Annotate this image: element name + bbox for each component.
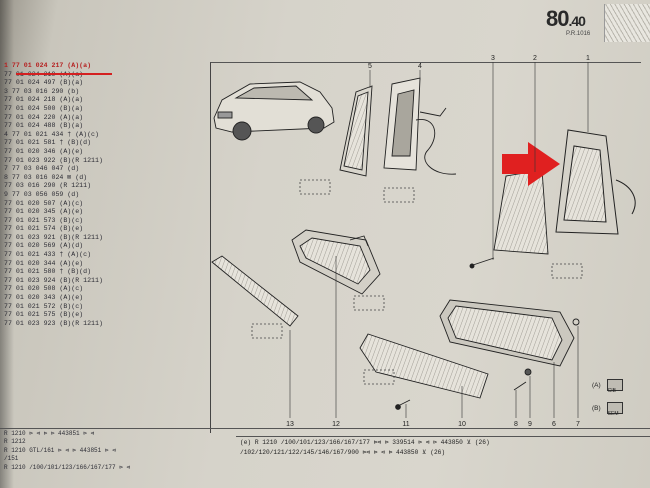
parts-list-row: 77 01 021 572 (B)(c) [4,302,84,310]
parts-list-row: 77 01 021 573 (B)(c) [4,216,84,224]
footer-row: /102/120/121/122/145/146/167/900 ⊳⊲ ⊳ ⊲ … [240,448,446,456]
footer-row: R 1210 GTL/161 ⊳ ⊲ ⊳ 443851 ⊳ ⊲ [4,446,116,454]
car-illustration [213,81,335,141]
page-ref: P.R.1016 [566,31,591,37]
part-13-side-marker [211,255,299,327]
legend: (A)CIB (B)SEM [592,374,623,420]
parts-list-row: 77 01 021 574 (B)(e) [4,225,84,233]
callout-number: 10 [458,421,466,428]
parts-list-row: 7 77 03 046 047 (d) [4,165,80,173]
parts-list: 1 77 01 024 217 (A)(a) 77 01 024 219 (A)… [4,62,144,328]
footer-right-notes: (e) R 1210 /100/101/123/166/167/177 ⊳⊲ ⊳… [240,438,490,458]
legend-box-a: CIB [606,379,623,394]
parts-list-row: 77 01 021 581 † (B)(d) [4,139,92,147]
callout-number: 5 [368,63,372,70]
label-placeholders [251,179,583,385]
callout-number: 2 [533,55,537,62]
callout-number: 9 [528,421,532,428]
callout-number: 8 [514,421,518,428]
callout-number: 13 [286,421,294,428]
parts-list-row: 77 03 016 290 (R 1211) [4,182,92,190]
legend-box-b: SEM [606,402,623,417]
footer-row: R 1210 ⊳ ⊲ ⊳ ⊳ 443851 ⊳ ⊲ [4,430,95,437]
callout-numbers: 5 4 3 2 1 13 12 11 10 8 9 6 7 [286,55,590,428]
parts-list-row: 77 01 020 343 (A)(e) [4,294,84,302]
parts-list-row: 77 01 023 921 (B)(R 1211) [4,233,103,241]
parts-list-row: 1 77 01 024 217 (A)(a) [4,62,92,69]
callout-number: 6 [552,421,556,428]
part-4-lamp-housing [383,77,457,175]
parts-list-row: 77 01 024 488 (B)(a) [4,122,84,130]
callout-number: 7 [576,421,580,428]
parts-list-row: 77 01 023 922 (B)(R 1211) [4,156,103,164]
parts-list-row: 77 01 020 508 (A)(c) [4,285,84,293]
parts-list-row: 77 01 020 569 (A)(d) [4,242,84,250]
page-number-sub: .40 [568,13,585,29]
parts-list-row: 77 01 020 507 (A)(c) [4,199,84,207]
parts-list-row: 77 01 020 344 (A)(e) [4,259,84,267]
legend-item-a: (A)CIB [592,374,623,397]
parts-list-row: 77 01 020 345 (A)(e) [4,208,84,216]
callout-number: 3 [491,55,495,62]
page-number: 80.40 [546,6,586,32]
section-badge [604,4,650,42]
legend-item-b: (B)SEM [592,397,623,420]
parts-list-row: 77 01 024 500 (B)(a) [4,104,84,112]
page-shadow [0,0,14,488]
parts-list-row: 77 01 023 923 (B)(R 1211) [4,319,103,327]
parts-list-row: 77 01 021 580 † (B)(d) [4,268,92,276]
part-5-side-lamp [339,85,373,177]
parts-list-row: 9 77 03 056 059 (d) [4,190,80,198]
parts-list-row: 4 77 01 021 434 † (A)(c) [4,130,99,138]
red-arrow [502,142,560,186]
red-underline [16,73,112,75]
leader-lines [289,62,589,418]
callout-number: 1 [586,55,590,62]
page-number-main: 80 [546,6,570,31]
part-1-rear-housing [555,129,636,235]
footer-row: R 1212 [4,438,26,446]
parts-list-row: 8 77 03 016 024 ⊠ (d) [4,173,88,181]
footer-row: (e) R 1210 /100/101/123/166/167/177 ⊳⊲ ⊳… [240,439,490,446]
parts-list-row: 77 01 024 220 (A)(a) [4,113,84,121]
diagram-frame [210,62,641,433]
parts-list-row: 77 01 021 575 (B)(e) [4,311,84,319]
footer-divider [0,428,650,429]
parts-list-row: 77 01 021 433 † (A)(c) [4,251,92,259]
callout-number: 4 [418,63,422,70]
parts-list-row: 77 01 020 346 (A)(e) [4,147,84,155]
callout-number: 11 [402,421,409,428]
part-6-rear-lamp [439,299,580,391]
footer-row: R 1210 /100/101/123/166/167/177 ⊳ ⊲ [4,463,131,471]
part-2-lens [469,169,549,269]
part-10-lamp-lens [359,333,489,410]
parts-list-row: 3 77 03 016 290 (b) [4,87,80,95]
parts-list-row: 77 01 024 218 (A)(a) [4,96,84,104]
footer-row: /151 [4,455,19,463]
parts-list-row: 77 01 023 924 (B)(R 1211) [4,276,103,284]
parts-list-row: 77 01 024 497 (B)(a) [4,79,84,87]
callout-number: 12 [332,421,340,428]
footer-divider-right [236,436,650,437]
